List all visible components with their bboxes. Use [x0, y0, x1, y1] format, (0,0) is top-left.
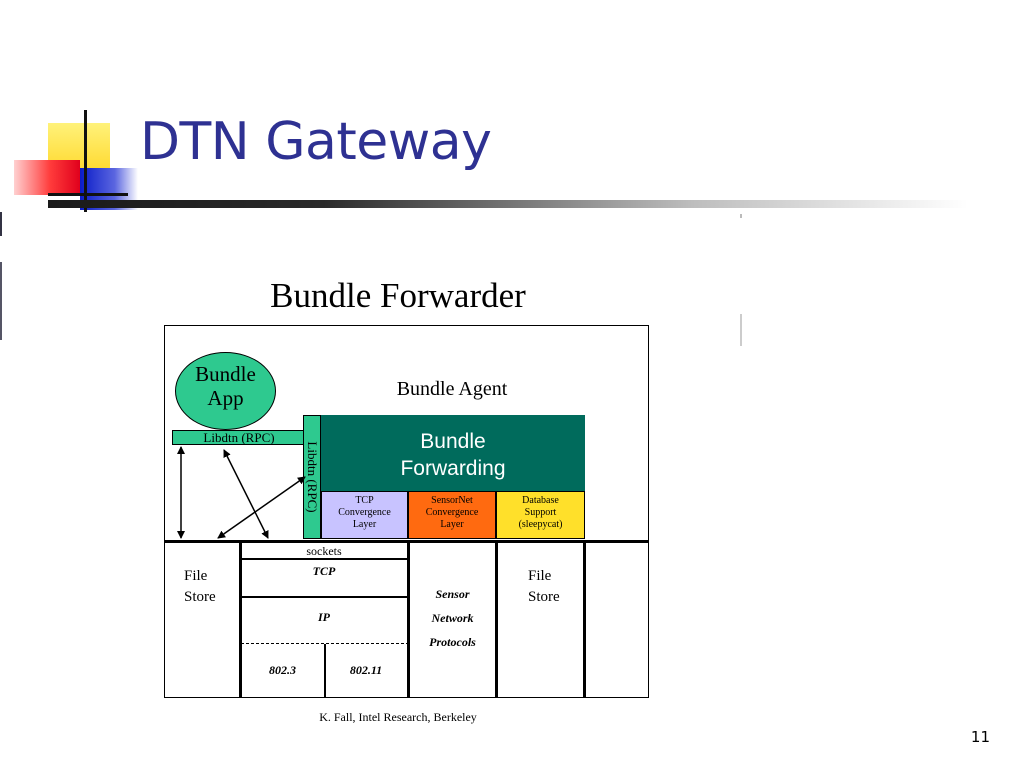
right-file-store-line1: File	[528, 568, 552, 584]
edge-mark	[0, 212, 2, 236]
bundle-app-line1: Bundle	[195, 362, 256, 386]
bundle-agent-label: Bundle Agent	[396, 378, 508, 400]
column-divider	[407, 541, 410, 697]
diagram-frame	[164, 325, 649, 698]
slide-title: DTN Gateway	[140, 112, 492, 172]
edge-mark	[740, 214, 742, 218]
tcp-convergence-layer-box: TCP Convergence Layer	[321, 491, 408, 539]
bundle-app-label: Bundle App	[175, 362, 276, 410]
tcp-label: TCP	[312, 564, 336, 578]
stack-dashed-divider	[241, 643, 409, 644]
sensor-protocols-line3: Protocols	[429, 635, 476, 649]
edge-mark	[0, 262, 2, 340]
tcp-cl-line2: Convergence	[338, 507, 391, 518]
sensor-network-protocols-label: Sensor Network Protocols	[410, 582, 495, 654]
bundle-forwarding-box: Bundle Forwarding	[321, 415, 585, 491]
left-file-store-label: File Store	[184, 566, 216, 608]
bundle-app-line2: App	[207, 386, 244, 410]
left-file-store-line1: File	[184, 568, 208, 584]
stack-divider	[241, 558, 409, 560]
link-divider	[324, 644, 326, 697]
database-line1: Database	[522, 495, 559, 506]
database-line2: Support	[524, 507, 557, 518]
stack-divider	[241, 596, 409, 598]
diagram-credit: K. Fall, Intel Research, Berkeley	[319, 710, 477, 724]
database-support-box: Database Support (sleepycat)	[496, 491, 585, 539]
page-number: 11	[970, 728, 990, 746]
bundle-forwarding-line1: Bundle	[420, 430, 486, 453]
link-802-11-label: 802.11	[349, 663, 383, 677]
sensornet-cl-line2: Convergence	[425, 507, 479, 518]
column-divider	[583, 541, 586, 697]
column-divider	[239, 541, 242, 697]
sensor-protocols-line1: Sensor	[435, 587, 470, 601]
diagram-heading: Bundle Forwarder	[270, 276, 526, 315]
title-decoration-vertical-line	[84, 110, 87, 212]
ip-label: IP	[318, 610, 330, 624]
link-802-3-label: 802.3	[269, 663, 296, 677]
bundle-app-circle	[175, 352, 276, 430]
libdtn-rpc-horizontal: Libdtn (RPC)	[172, 430, 306, 445]
sockets-label: sockets	[306, 544, 342, 558]
column-divider	[495, 541, 498, 697]
bundle-forwarding-line2: Forwarding	[400, 457, 506, 480]
title-decoration-red	[14, 160, 80, 195]
edge-mark	[740, 314, 742, 346]
tcp-cl-line1: TCP	[355, 495, 374, 506]
right-file-store-label: File Store	[528, 566, 560, 608]
database-line3: (sleepycat)	[518, 519, 563, 530]
sensornet-convergence-layer-box: SensorNet Convergence Layer	[408, 491, 496, 539]
sensor-protocols-line2: Network	[431, 611, 474, 625]
title-decoration-horizontal-line	[48, 193, 128, 196]
filestore-to-agent-arrow	[217, 476, 306, 539]
sensornet-cl-line3: Layer	[440, 519, 464, 530]
right-file-store-line2: Store	[528, 589, 560, 605]
sensornet-cl-line1: SensorNet	[431, 495, 473, 506]
layer-divider	[164, 540, 649, 543]
app-to-sockets-arrow	[223, 449, 269, 539]
left-file-store-line2: Store	[184, 589, 216, 605]
title-underline	[48, 200, 968, 208]
tcp-cl-line3: Layer	[352, 519, 377, 530]
